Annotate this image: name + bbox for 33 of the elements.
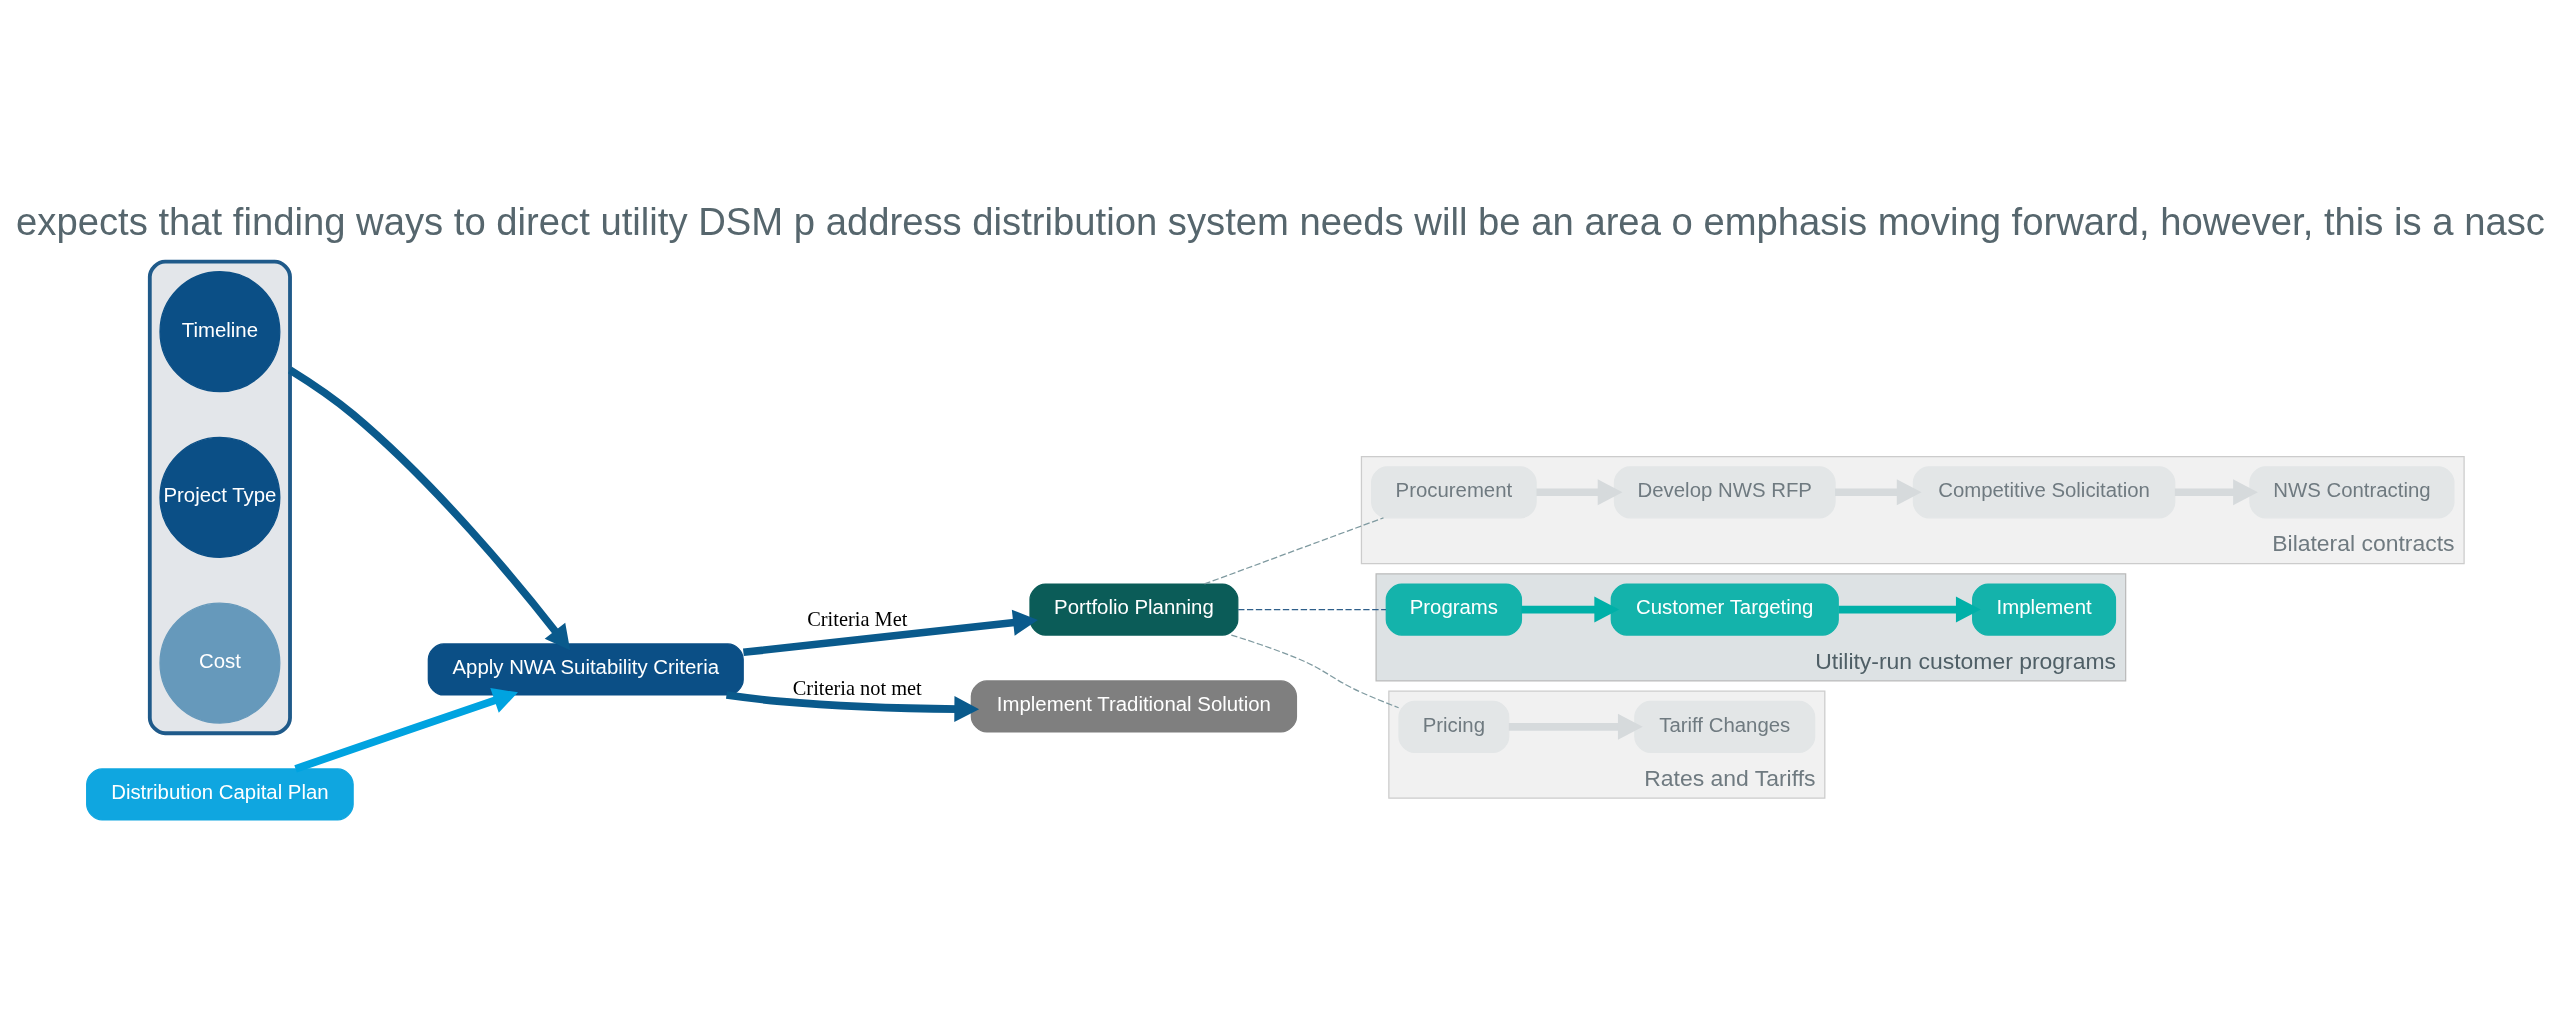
node-box: Distribution Capital Plan — [86, 768, 354, 821]
cluster — [147, 259, 292, 736]
node-box: Implement — [1972, 583, 2117, 636]
node-box: Portfolio Planning — [1029, 583, 1239, 636]
arrow — [288, 366, 571, 651]
arrow — [742, 609, 1038, 657]
node-box: Develop NWS RFP — [1613, 466, 1836, 519]
diagram-title: expects that finding ways to direct utility DSM p address distribution system needs will be an area o emphasis moving forward, however, this is a nasc — [16, 199, 2545, 243]
arrow — [1536, 479, 1623, 506]
node-box: NWS Contracting — [2249, 466, 2455, 519]
connector — [1237, 608, 1387, 611]
node-box: Customer Targeting — [1610, 583, 1839, 636]
node-box: Programs — [1385, 583, 1523, 636]
edge-label: Criteria not met — [792, 676, 922, 699]
arrow — [1508, 713, 1643, 740]
node-box: Pricing — [1398, 700, 1510, 753]
node-box: Competitive Solicitation — [1912, 466, 2176, 519]
node-circle: Cost — [159, 602, 281, 724]
node-box: Apply NWA Suitability Criteria — [427, 643, 744, 696]
node-circle: Project Type — [159, 436, 281, 558]
arrow — [294, 688, 518, 773]
arrow — [1838, 596, 1981, 623]
node-box: Tariff Changes — [1634, 700, 1816, 753]
edge-label: Criteria Met — [807, 607, 908, 630]
node-box: Implement Traditional Solution — [970, 680, 1298, 733]
arrow — [1835, 479, 1922, 506]
arrow — [2174, 479, 2258, 506]
arrow — [725, 691, 980, 723]
arrow — [1521, 596, 1620, 623]
connector — [1230, 634, 1400, 709]
node-box: Procurement — [1371, 466, 1537, 519]
connector — [1203, 517, 1385, 585]
node-circle: Timeline — [159, 271, 281, 393]
